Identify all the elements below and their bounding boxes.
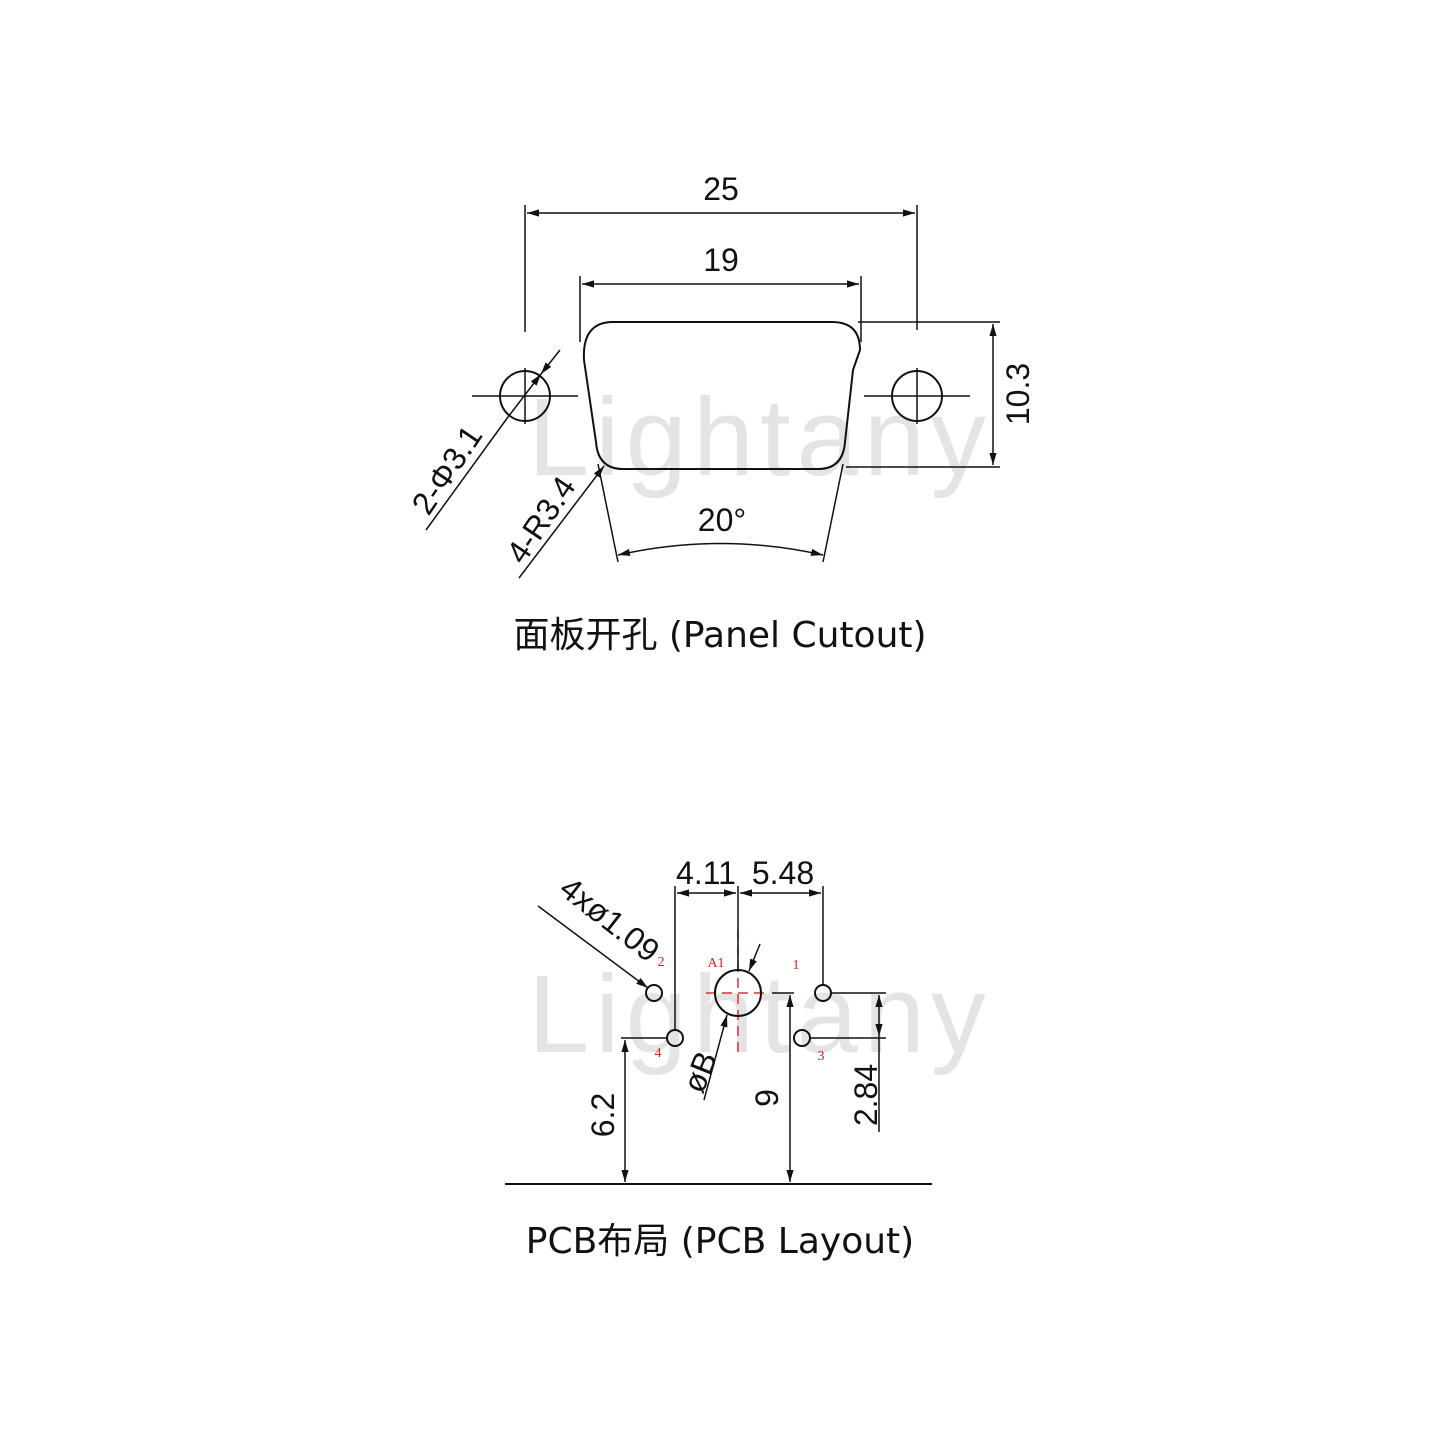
dim-mounting-holes: 2-Φ3.1 [404,419,489,521]
pin-label-3: 3 [818,1049,825,1064]
pin-hole-2 [645,984,663,1002]
pin-label-4: 4 [655,1046,662,1061]
pcb-layout-title: PCB布局 (PCB Layout) [526,1221,914,1262]
dim-angle: 20° [698,502,746,538]
pin-hole-3 [793,1029,811,1047]
pin-label-1: 1 [793,958,800,973]
panel-cutout-title: 面板开孔 (Panel Cutout) [513,615,926,656]
dim-right-offset: 2.84 [848,1064,884,1126]
dim-overall-width: 25 [703,171,739,207]
dim-right-spacing: 5.48 [752,855,814,891]
d-sub-slot-outline [582,321,862,470]
pin-label-2: 2 [658,955,665,970]
contact-label-a1: A1 [707,956,724,971]
watermark-top: Lightany [528,376,992,499]
dim-left-spacing: 4.11 [676,855,736,891]
dim-slot-width: 19 [703,242,739,278]
dim-center-height: 9 [749,1089,785,1107]
dim-left-height: 6.2 [585,1093,621,1137]
watermark-bottom: Lightany [528,953,992,1076]
dim-height: 10.3 [1000,363,1036,425]
